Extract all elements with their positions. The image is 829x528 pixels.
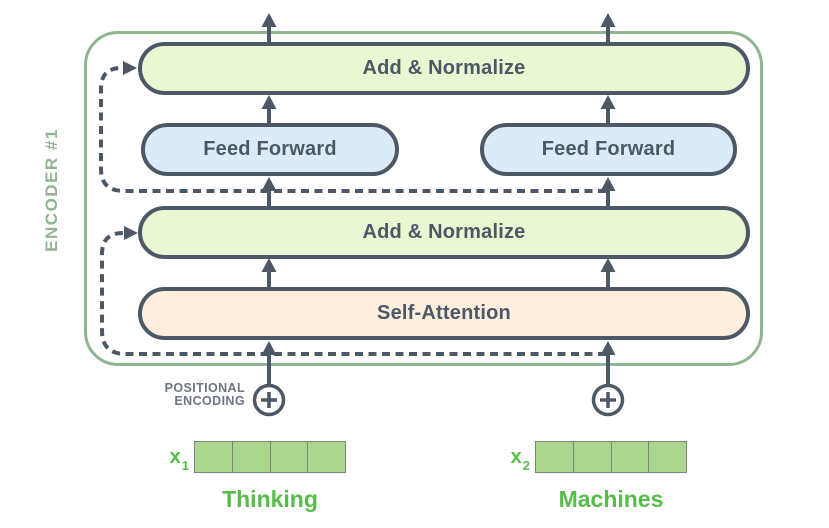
input-x1-label: x1 [169, 446, 189, 473]
vector-cell [611, 442, 650, 472]
vector-cell [195, 442, 233, 472]
feed-forward-left-label: Feed Forward [203, 138, 337, 160]
vector-cell [232, 442, 271, 472]
feed-forward-left-block: Feed Forward [141, 123, 399, 176]
residual-connection-lower [100, 226, 606, 356]
input-x2-label: x2 [510, 446, 530, 473]
add-normalize-bottom-label: Add & Normalize [362, 221, 526, 243]
add-normalize-bottom-block: Add & Normalize [138, 206, 750, 259]
input-word-thinking: Thinking [222, 486, 318, 512]
feed-forward-right-label: Feed Forward [541, 138, 676, 160]
plus-circle-icon [591, 383, 625, 417]
arrow-up-icon [261, 13, 277, 386]
plus-circle-icon [252, 383, 286, 417]
residual-connection-upper [99, 61, 606, 193]
feed-forward-right-block: Feed Forward [480, 123, 737, 176]
vector-cell [270, 442, 309, 472]
self-attention-label: Self-Attention [377, 302, 511, 324]
vector-cell [308, 442, 345, 472]
input-vector-x1 [194, 441, 346, 473]
vector-cell [649, 442, 686, 472]
positional-encoding-caption: POSITIONAL ENCODING [100, 382, 245, 407]
self-attention-block: Self-Attention [138, 287, 750, 340]
input-vector-x2 [535, 441, 687, 473]
vector-cell [536, 442, 574, 472]
encoder-frame [84, 31, 763, 366]
vector-cell [573, 442, 612, 472]
positional-encoding-line2: ENCODING [174, 393, 245, 408]
add-normalize-top-label: Add & Normalize [362, 57, 526, 79]
positional-encoding-line1: POSITIONAL [164, 381, 245, 395]
input-word-machines: Machines [558, 486, 664, 512]
arrow-up-icon [600, 13, 616, 386]
add-normalize-top-block: Add & Normalize [138, 42, 750, 95]
